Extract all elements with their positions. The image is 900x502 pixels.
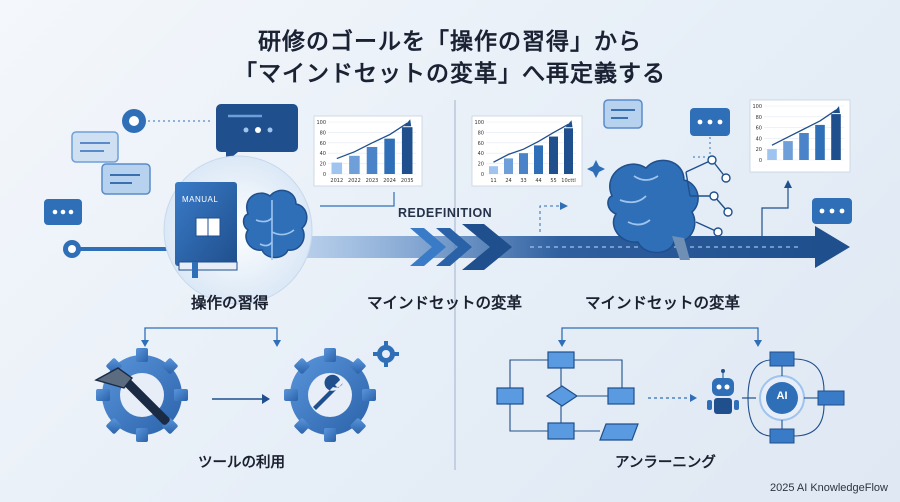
x-tick-label: 2035: [401, 178, 414, 184]
bottom-label-left: ツールの利用: [198, 455, 285, 471]
y-tick-label: 0: [481, 172, 484, 178]
wrench-gear-icon: [284, 348, 376, 442]
x-tick-label: 55: [550, 178, 556, 184]
y-tick-label: 80: [320, 130, 326, 136]
chat-bubbles-right: [603, 99, 852, 224]
bar: [331, 162, 343, 174]
stage-label-middle: マインドセットの変革: [367, 294, 523, 312]
bar: [534, 145, 543, 174]
bar: [504, 158, 513, 174]
x-tick-label: 24: [505, 178, 511, 184]
brain-icon: [242, 189, 308, 260]
manual-book-label: MANUAL: [182, 195, 219, 204]
y-tick-label: 40: [756, 136, 762, 142]
trend-arrowhead: [404, 119, 412, 127]
bar: [783, 141, 793, 160]
bar: [401, 127, 413, 174]
bar: [366, 146, 378, 174]
y-tick-label: 100: [474, 120, 484, 126]
bar-chart-2: 100 80 60 40 20 0 11 24 33 44 55 10cttl: [471, 115, 583, 187]
y-tick-label: 60: [756, 126, 762, 132]
ai-outputs: [769, 351, 845, 444]
x-tick-label: 11: [490, 178, 496, 184]
bar: [799, 133, 809, 160]
bar-chart-1: 100 80 60 40 20 0 2012 2022 2023 2024 2035: [313, 115, 423, 187]
robot-icon: [707, 369, 739, 414]
y-tick-label: 20: [320, 162, 326, 168]
chat-bubbles-left: [44, 109, 210, 225]
connector-mid: [539, 205, 560, 232]
bar-chart-3: 100 80 60 40 20 0: [749, 99, 851, 173]
x-tick-label: 33: [520, 178, 526, 184]
redefinition-label: REDEFINITION: [398, 206, 493, 220]
connector-chart1: [320, 192, 395, 207]
x-tick-label: 2023: [366, 178, 379, 184]
trend-arrowhead: [833, 106, 840, 114]
input-connector: [63, 240, 175, 258]
chat-bubble-large: [216, 104, 298, 162]
trend-arrowhead: [565, 120, 573, 128]
y-tick-label: 100: [316, 120, 326, 126]
bracket-right: [561, 327, 759, 340]
title-line-1: 研修のゴールを「操作の習得」から: [258, 29, 642, 55]
bar: [519, 153, 528, 174]
y-tick-label: 60: [478, 141, 484, 147]
ai-node: [759, 375, 805, 421]
bar: [489, 166, 498, 174]
y-tick-label: 100: [752, 104, 762, 110]
bar: [831, 114, 841, 160]
ai-connectors: [747, 358, 825, 437]
y-tick-label: 80: [756, 115, 762, 121]
y-tick-label: 0: [759, 158, 762, 164]
title-line-2: 「マインドセットの変革」へ再定義する: [234, 61, 666, 87]
flowchart: [496, 351, 639, 441]
y-tick-label: 20: [756, 147, 762, 153]
tools-arrow: [212, 394, 270, 404]
x-tick-label: 2012: [330, 178, 343, 184]
bracket-left: [144, 327, 278, 340]
footer-credit: 2025 AI KnowledgeFlow: [769, 482, 888, 494]
tools-gear-icon: [94, 348, 188, 442]
trend-line: [336, 122, 408, 160]
ai-brain-icon: [587, 155, 733, 260]
small-gear-icon: [373, 341, 399, 367]
bottom-label-right: アンラーニング: [615, 455, 716, 471]
bar: [349, 155, 360, 174]
trend-line: [493, 123, 569, 163]
x-tick-label: 10cttl: [561, 178, 575, 184]
flowchart-connectors: [509, 359, 623, 432]
stage-label-right: マインドセットの変革: [585, 294, 741, 312]
y-tick-label: 20: [478, 162, 484, 168]
x-tick-label: 2024: [383, 178, 396, 184]
bar: [384, 138, 395, 174]
y-tick-label: 80: [478, 130, 484, 136]
main-flow-arrow: [300, 224, 850, 270]
manual-book-icon: [175, 182, 238, 278]
bar: [564, 128, 573, 174]
ai-badge-label: AI: [776, 390, 788, 402]
bar: [549, 136, 558, 174]
chart-background: [471, 115, 583, 187]
x-tick-label: 2022: [348, 178, 361, 184]
bar: [767, 149, 777, 160]
y-tick-label: 40: [320, 151, 326, 157]
connector-chart3: [761, 186, 789, 236]
y-tick-label: 60: [320, 141, 326, 147]
x-tick-label: 44: [535, 178, 541, 184]
stage-label-left: 操作の習得: [191, 294, 269, 312]
bar: [815, 124, 825, 160]
y-tick-label: 40: [478, 151, 484, 157]
trend-line: [771, 109, 837, 146]
y-tick-label: 0: [323, 172, 326, 178]
